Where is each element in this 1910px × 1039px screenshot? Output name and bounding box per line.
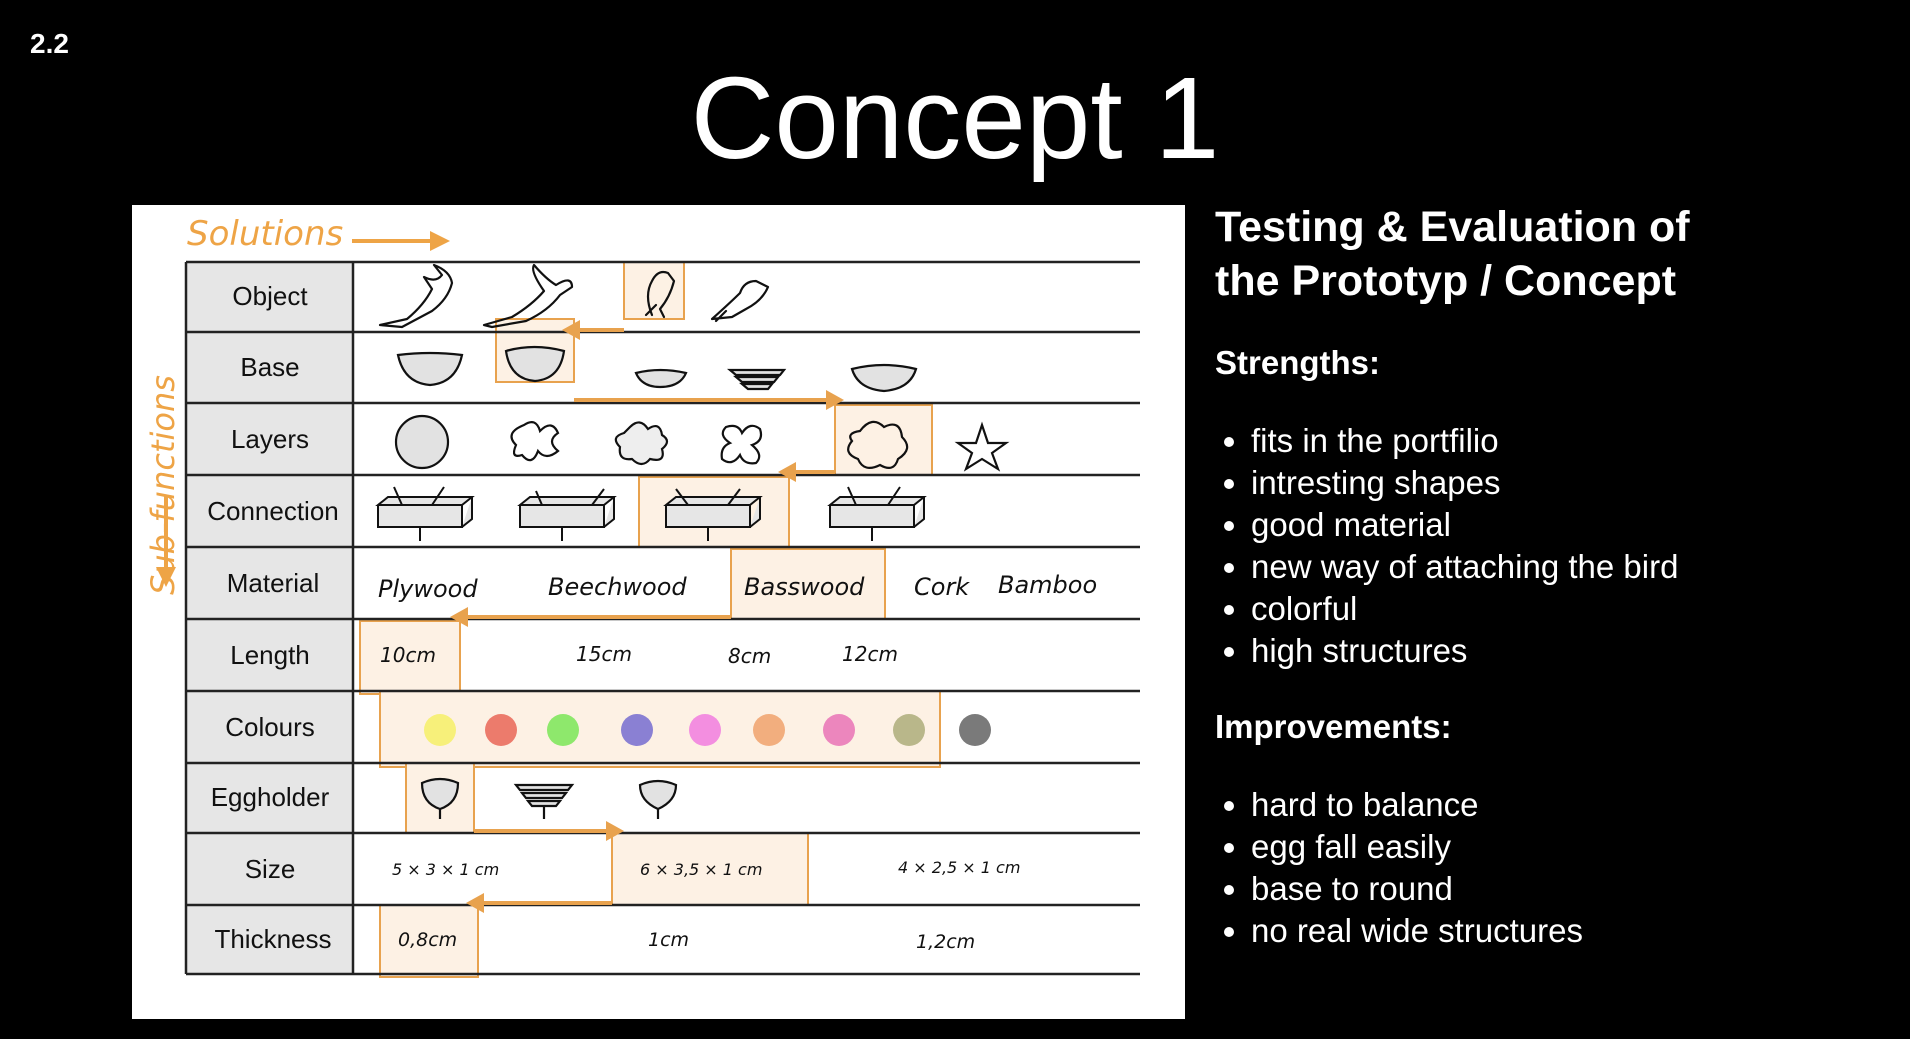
bird-icon-3 <box>644 270 676 319</box>
colour-swatch <box>621 714 653 746</box>
thickness-1cm: 1cm <box>648 929 689 951</box>
eggholder-stacked-icon <box>513 783 575 819</box>
row-label-material: Material <box>227 568 319 598</box>
connection-icon-1 <box>375 486 475 541</box>
bowl-icon-2 <box>504 345 566 383</box>
row-label-layers: Layers <box>231 424 309 454</box>
morphological-box: Object Base Layers Connection Material L… <box>132 205 1185 1019</box>
selected-object-box <box>623 261 685 320</box>
stacked-base-icon <box>726 368 787 391</box>
evaluation-heading-line-1: Testing & Evaluation of <box>1215 203 1690 251</box>
colour-swatches <box>424 714 991 746</box>
colour-swatch <box>893 714 925 746</box>
list-item: hard to balance <box>1251 784 1885 826</box>
layer-cloud-icon <box>847 420 909 470</box>
evaluation-heading-line-2: the Prototyp / Concept <box>1215 257 1677 305</box>
row-label-size: Size <box>245 854 296 884</box>
subfunctions-arrow-icon <box>156 495 176 587</box>
eggholder-cup-icon <box>420 777 460 819</box>
solutions-label: Solutions <box>187 214 343 254</box>
length-15cm: 15cm <box>576 642 632 666</box>
arrow-right-icon <box>826 390 844 410</box>
material-basswood: Basswood <box>744 573 865 601</box>
length-12cm: 12cm <box>842 642 898 666</box>
selected-colours-box <box>379 690 941 768</box>
slide-number: 2.2 <box>30 28 69 59</box>
improvements-list: hard to balance egg fall easily base to … <box>1215 784 1885 952</box>
row-label-object: Object <box>232 281 308 311</box>
selection-path <box>467 328 835 905</box>
row-label-thickness: Thickness <box>214 924 331 954</box>
bowl-icon-1 <box>396 351 464 387</box>
colour-swatch <box>753 714 785 746</box>
eggholder-ring-icon <box>638 779 678 819</box>
arrow-left-icon <box>466 893 484 913</box>
list-item: base to round <box>1251 868 1885 910</box>
selected-thickness-box <box>379 904 479 978</box>
bird-icon-4 <box>710 279 770 323</box>
material-bamboo: Bamboo <box>998 571 1097 599</box>
bowl-icon-3 <box>634 368 688 389</box>
arrow-left-icon <box>450 607 468 627</box>
evaluation-heading: Testing & Evaluation of the Prototyp / C… <box>1215 200 1885 308</box>
colour-swatch <box>485 714 517 746</box>
material-beechwood: Beechwood <box>548 573 687 601</box>
size-option-1: 5 × 3 × 1 cm <box>392 860 499 879</box>
strengths-heading: Strengths: <box>1215 344 1380 381</box>
subfunctions-label: Sub-functions <box>144 375 182 595</box>
arrow-right-icon <box>606 821 624 841</box>
size-option-2: 6 × 3,5 × 1 cm <box>640 860 762 879</box>
thickness-0-8cm: 0,8cm <box>398 929 457 951</box>
layer-circle-icon <box>394 414 450 470</box>
material-plywood: Plywood <box>378 575 478 603</box>
row-label-length: Length <box>230 640 310 670</box>
layer-star-icon <box>954 421 1010 472</box>
length-8cm: 8cm <box>728 644 771 668</box>
arrow-left-icon <box>778 462 796 482</box>
bowl-icon-4 <box>850 363 918 393</box>
colour-swatch <box>959 714 991 746</box>
thickness-1-2cm: 1,2cm <box>916 931 975 953</box>
layer-flower-icon-2 <box>614 421 669 466</box>
improvements-heading: Improvements: <box>1215 708 1452 745</box>
list-item: high structures <box>1251 630 1885 672</box>
length-10cm: 10cm <box>380 643 436 667</box>
arrow-left-icon <box>562 320 580 340</box>
list-item: fits in the portfilio <box>1251 420 1885 462</box>
colour-swatch <box>547 714 579 746</box>
bird-icon-2 <box>482 263 574 329</box>
colour-swatch <box>689 714 721 746</box>
bird-icon-1 <box>378 263 454 329</box>
slide-title: Concept 1 <box>690 53 1220 183</box>
connection-icon-3 <box>663 488 763 541</box>
row-label-base: Base <box>240 352 299 382</box>
colour-swatch <box>823 714 855 746</box>
material-cork: Cork <box>914 573 970 601</box>
colour-swatch <box>424 714 456 746</box>
row-label-connection: Connection <box>207 496 339 526</box>
list-item: colorful <box>1251 588 1885 630</box>
list-item: no real wide structures <box>1251 910 1885 952</box>
connection-icon-4 <box>827 486 927 541</box>
list-item: new way of attaching the bird <box>1251 546 1885 588</box>
list-item: good material <box>1251 504 1885 546</box>
evaluation-panel: Testing & Evaluation of the Prototyp / C… <box>1215 200 1885 952</box>
solutions-arrow-icon <box>352 231 450 251</box>
selected-layer-box <box>834 404 933 476</box>
row-label-colours: Colours <box>225 712 315 742</box>
layer-cross-icon <box>720 424 763 465</box>
row-label-eggholder: Eggholder <box>211 782 330 812</box>
layer-flower-icon-1 <box>510 421 560 462</box>
strengths-list: fits in the portfilio intresting shapes … <box>1215 420 1885 672</box>
size-option-3: 4 × 2,5 × 1 cm <box>898 858 1020 877</box>
selected-material-box <box>730 548 886 620</box>
list-item: intresting shapes <box>1251 462 1885 504</box>
connection-icon-2 <box>517 488 617 541</box>
list-item: egg fall easily <box>1251 826 1885 868</box>
